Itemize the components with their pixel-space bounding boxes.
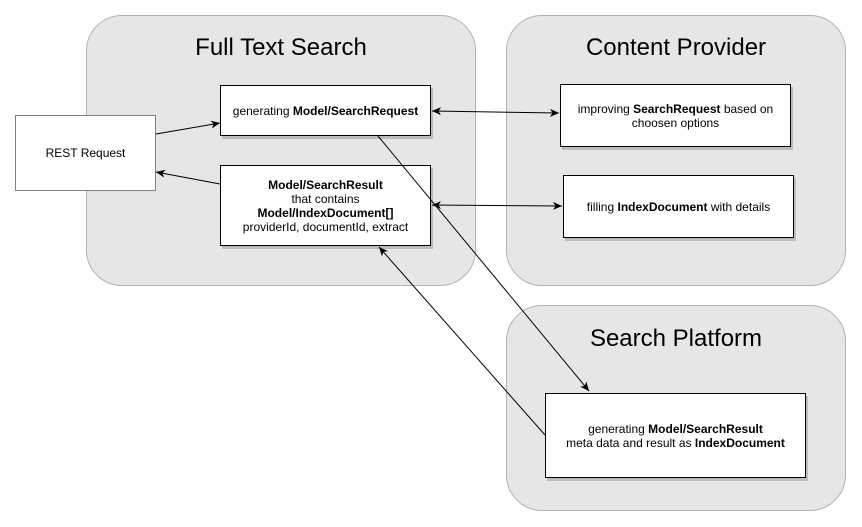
generating-search-request-box: generating Model/SearchRequest — [220, 85, 431, 136]
arrow-result-filling — [431, 201, 563, 210]
content-provider-group: Content Provider — [506, 15, 846, 286]
generating-request-model: Model/SearchRequest — [292, 103, 419, 118]
platform-result-line2-prefix: meta data and result as — [566, 435, 695, 450]
rest-request-box: REST Request — [15, 115, 156, 191]
improving-search-request-box: improving SearchRequest based on choosen… — [560, 84, 791, 147]
arrow-platform-to-result — [378, 246, 546, 436]
search-result-line2: that contains — [291, 191, 360, 206]
platform-search-result-box: generating Model/SearchResult meta data … — [545, 393, 806, 478]
search-result-line1: Model/SearchResult — [268, 177, 383, 192]
generating-request-prefix: generating — [232, 103, 293, 118]
improving-suffix: based on — [720, 101, 774, 116]
arrow-request-to-platform — [377, 135, 590, 392]
search-platform-title: Search Platform — [589, 325, 763, 352]
search-result-line4: providerId, documentId, extract — [242, 219, 409, 234]
arrow-result-to-rest — [155, 169, 221, 185]
filling-index-document-box: filling IndexDocument with details — [563, 175, 794, 238]
platform-result-bold: Model/SearchResult — [648, 421, 763, 436]
platform-result-line2-bold: IndexDocument — [694, 435, 785, 450]
filling-prefix: filling — [586, 199, 618, 214]
search-result-box: Model/SearchResult that contains Model/I… — [220, 165, 431, 246]
arrow-rest-to-request — [155, 120, 221, 135]
improving-prefix: improving — [577, 101, 634, 116]
arrow-request-improving — [431, 107, 560, 117]
improving-bold: SearchRequest — [633, 101, 721, 116]
content-provider-title: Content Provider — [585, 34, 767, 61]
search-result-line3: Model/IndexDocument[] — [257, 205, 394, 220]
full-text-search-title: Full Text Search — [195, 34, 367, 61]
improving-line2: choosen options — [631, 115, 720, 130]
rest-request-label: REST Request — [45, 146, 126, 160]
filling-bold: IndexDocument — [617, 199, 708, 214]
filling-suffix: with details — [707, 199, 771, 214]
platform-result-prefix: generating — [588, 421, 649, 436]
